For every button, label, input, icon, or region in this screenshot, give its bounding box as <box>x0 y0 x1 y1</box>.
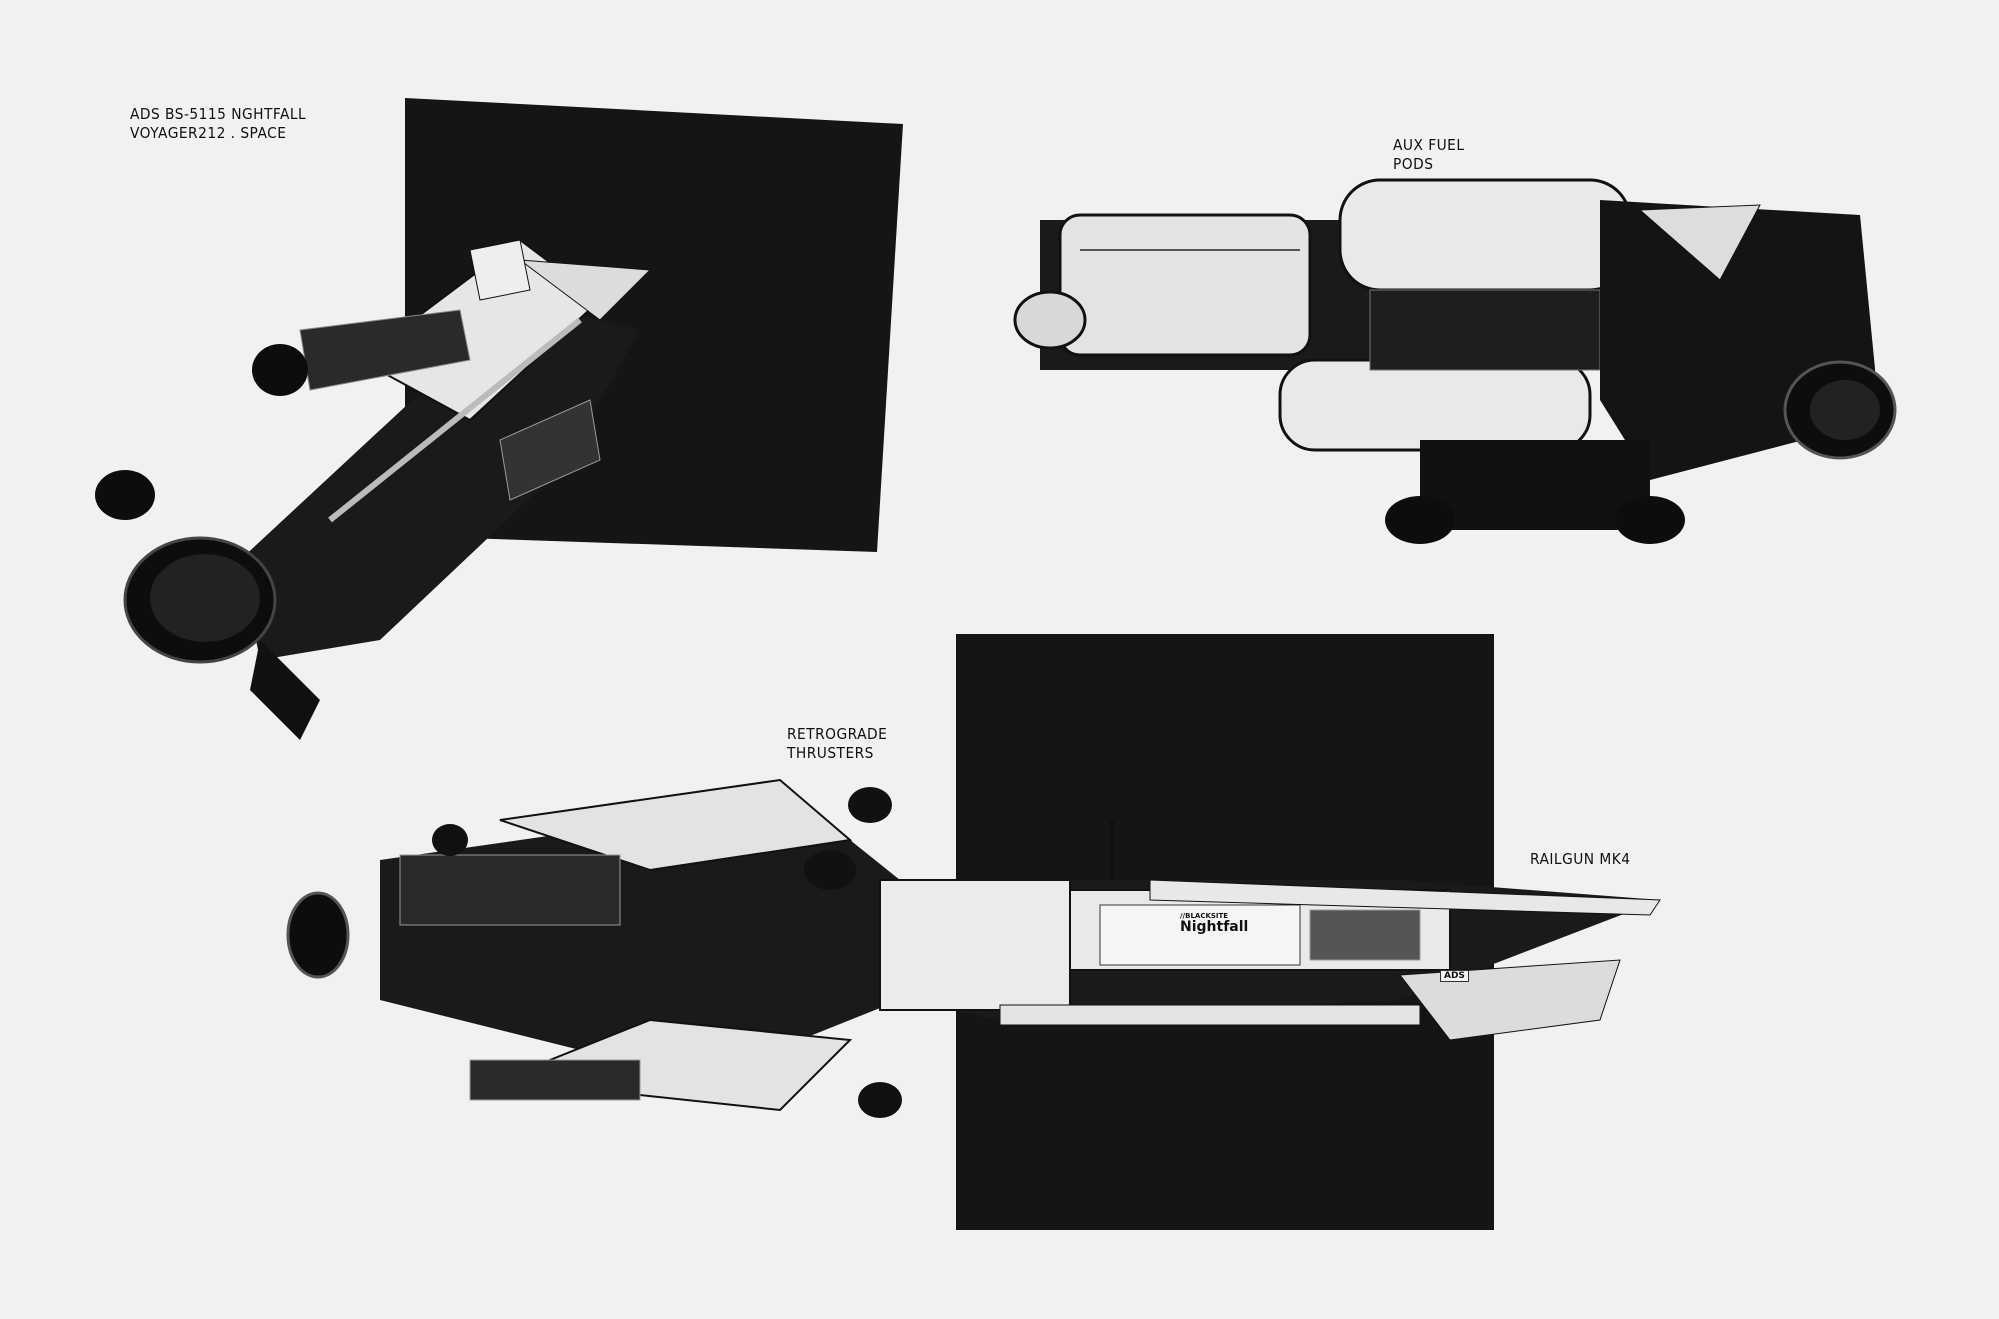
callout-aux-fuel-pods: AUX FUEL PODS <box>1393 136 1465 174</box>
ship-view-top-right <box>1013 178 1897 544</box>
ship-view-bottom <box>286 778 1661 1118</box>
sheet-title: ADS BS-5115 NGHTFALL VOYAGER212 . SPACE <box>130 105 306 143</box>
hull-nameplate: //BLACKSITE Nightfall <box>1180 912 1248 935</box>
hull-marking-ship-name: Nightfall <box>1180 919 1249 935</box>
callout-line: AUX FUEL <box>1393 136 1465 154</box>
callout-line: THRUSTERS <box>787 744 874 762</box>
callout-retrograde-thrusters: RETROGRADE THRUSTERS <box>787 725 887 763</box>
ship-view-top-left <box>95 238 652 740</box>
callout-line: RETROGRADE <box>787 725 888 743</box>
callout-railgun: RAILGUN MK4 <box>1530 850 1631 868</box>
title-line-1: ADS BS-5115 NGHTFALL <box>130 105 307 123</box>
title-line-2: VOYAGER212 . SPACE <box>130 124 287 142</box>
callout-line: PODS <box>1393 155 1434 173</box>
hull-marking-ads: ADS <box>1440 970 1469 982</box>
hull-marking-blacksite: //BLACKSITE <box>1180 912 1229 920</box>
